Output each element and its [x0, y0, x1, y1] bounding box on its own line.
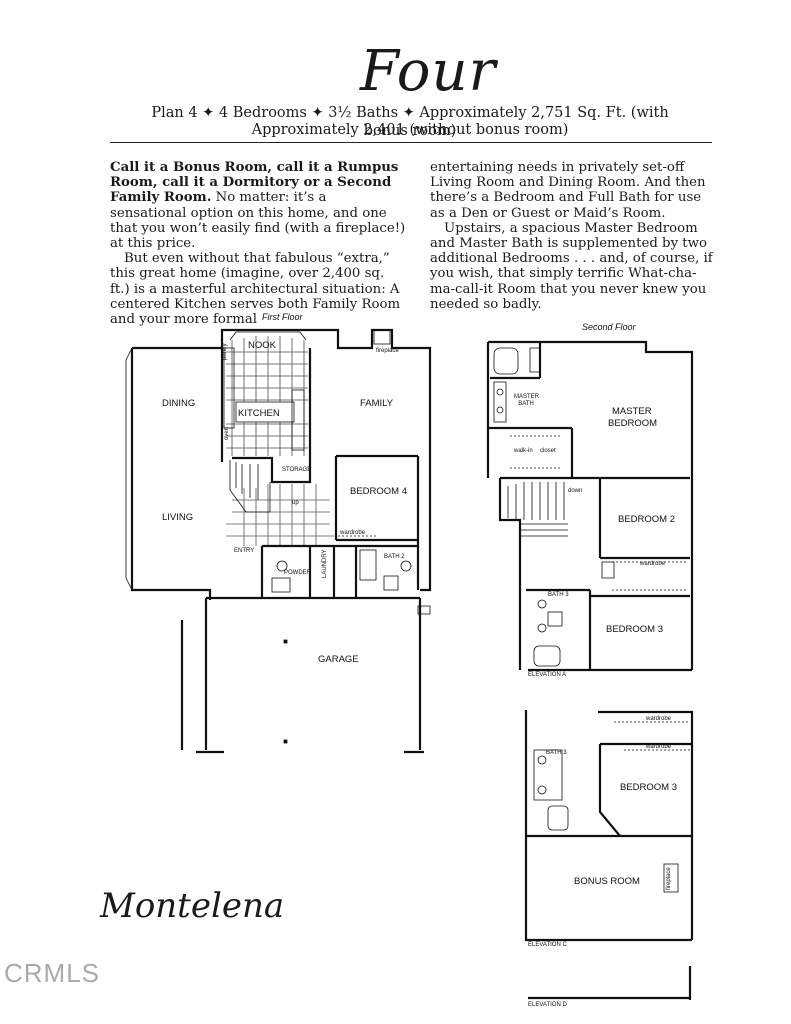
room-label-walk-in: walk-in	[514, 448, 533, 454]
montelena-logo: Montelena	[100, 886, 285, 926]
room-label-oven: oven	[224, 426, 230, 440]
page-title: Four	[360, 39, 497, 104]
room-label-bedroom-4: BEDROOM 4	[350, 486, 408, 497]
elevation-c-label: ELEVATION C	[528, 942, 567, 948]
plan-sqft-line: Approximately 2,401 (without bonus room)	[251, 122, 569, 138]
room-label-bath-3: BATH 3	[548, 592, 569, 598]
room-label-bath-3-bonus: BATH 3	[546, 750, 567, 756]
description-paragraph: Upstairs, a spacious Master Bedroom and …	[430, 220, 713, 312]
room-label-nook: NOOK	[248, 340, 276, 351]
second-floor-heading: Second Floor	[582, 322, 636, 332]
room-label-kitchen: KITCHEN	[238, 408, 280, 419]
room-label-powder: POWDER	[284, 570, 311, 576]
room-label-pantry: pantry	[222, 343, 228, 360]
room-label-storage: STORAGE	[282, 467, 312, 473]
crmls-watermark: CRMLS	[4, 958, 101, 988]
room-label-dining: DINING	[162, 398, 196, 409]
description-column-left: Call it a Bonus Room, call it a Rumpus R…	[110, 160, 406, 327]
room-label-bedroom: BEDROOM	[608, 418, 658, 429]
room-label-wardrobe: wardrobe	[340, 530, 366, 536]
elevation-d-label: ELEVATION D	[528, 1002, 567, 1008]
room-label-bath-2: BATH 2	[384, 554, 405, 560]
room-label-living: LIVING	[162, 512, 194, 523]
room-label-wardrobe-upper: wardrobe	[646, 716, 672, 722]
description-paragraph: entertaining needs in privately set-off …	[430, 160, 706, 221]
elevation-a-label: ELEVATION A	[528, 672, 567, 678]
room-label-bonus-room: BONUS ROOM	[574, 876, 640, 887]
room-label-master: MASTER	[612, 406, 652, 417]
room-label-bedroom-2: BEDROOM 2	[618, 514, 676, 525]
room-label-family: FAMILY	[360, 398, 394, 409]
room-label-wardrobe-lower: wardrobe	[646, 744, 672, 750]
room-label-fireplace: fireplace	[376, 348, 399, 354]
room-label-closet: closet	[540, 448, 556, 454]
stair-down-label: down	[568, 488, 583, 494]
room-label-garage: GARAGE	[318, 654, 359, 665]
plan-summary-line: Plan 4 ✦ 4 Bedrooms ✦ 3½ Baths ✦ Approxi…	[151, 105, 669, 139]
stair-up-label: up	[292, 500, 299, 506]
description-column-right: entertaining needs in privately set-off …	[430, 160, 720, 312]
room-label-bedroom-3: BEDROOM 3	[606, 624, 664, 635]
header-divider	[110, 142, 712, 143]
room-label-master-bath: MASTER BATH	[514, 394, 540, 407]
room-label-bedroom-3-bonus: BEDROOM 3	[620, 782, 678, 793]
room-label-bonus-fireplace: fireplace	[666, 867, 672, 890]
description-text: No matter: it’s a sensational option on …	[110, 190, 406, 252]
description-paragraph: But even without that fabulous “extra,” …	[110, 251, 401, 328]
description-lead: Call it a Bonus Room, call it a Rumpus R…	[110, 160, 399, 206]
room-label-wardrobe: wardrobe	[640, 561, 666, 567]
room-label-entry: ENTRY	[234, 548, 255, 554]
room-label-laundry: LAUNDRY	[322, 549, 328, 578]
